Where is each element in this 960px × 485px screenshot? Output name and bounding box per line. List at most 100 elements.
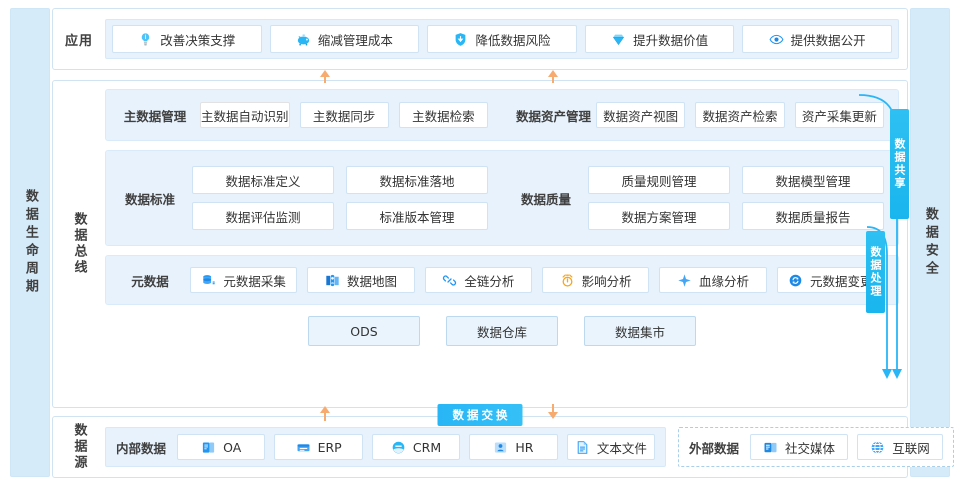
- btn-metadata-collection[interactable]: 元数据采集: [190, 267, 298, 293]
- map-icon: [325, 273, 340, 288]
- group-title: 数据资产管理: [516, 108, 592, 124]
- node-icon: [677, 273, 692, 288]
- storage-data-mart[interactable]: 数据集市: [584, 316, 696, 346]
- btn-quality-report[interactable]: 数据质量报告: [742, 202, 884, 230]
- social-icon: [763, 440, 778, 455]
- btn-label: 影响分析: [581, 273, 632, 289]
- btn-full-chain-analysis[interactable]: 全链分析: [424, 267, 532, 293]
- app-chip-increase-value[interactable]: 提升数据价值: [584, 25, 735, 53]
- src-btn-hr[interactable]: HR: [469, 434, 558, 460]
- application-label: 应用: [64, 33, 93, 49]
- row-master-and-assets: 主数据管理 主数据自动识别 主数据同步 主数据检索 数据资产管理 数据资产视图 …: [105, 89, 899, 141]
- tab-data-sharing[interactable]: 数据共享: [890, 109, 909, 219]
- btn-label: 元数据采集: [223, 273, 286, 289]
- group-data-assets: 数据资产管理 数据资产视图 数据资产检索 资产采集更新: [502, 102, 898, 128]
- data-bus-label: 数据总线: [71, 212, 87, 276]
- arrow-up-right: [548, 70, 558, 83]
- btn-label: 数据地图: [346, 273, 397, 289]
- btn-label: OA: [223, 439, 242, 455]
- btn-asset-view[interactable]: 数据资产视图: [596, 102, 686, 128]
- btn-label: 元数据变更: [810, 273, 873, 289]
- btn-standard-version[interactable]: 标准版本管理: [346, 202, 488, 230]
- shield-icon: [453, 32, 468, 47]
- src-btn-social-media[interactable]: 社交媒体: [750, 434, 849, 460]
- row-storage-tier: ODS 数据仓库 数据集市: [105, 316, 899, 346]
- btn-master-auto-recognition[interactable]: 主数据自动识别: [200, 102, 290, 128]
- btn-data-plan[interactable]: 数据方案管理: [588, 202, 730, 230]
- data-source-label: 数据源: [71, 423, 87, 471]
- btn-data-model[interactable]: 数据模型管理: [742, 166, 884, 194]
- btn-standard-assessment[interactable]: 数据评估监测: [192, 202, 334, 230]
- group-master-data: 主数据管理 主数据自动识别 主数据同步 主数据检索: [106, 102, 502, 128]
- src-btn-crm[interactable]: CRM: [371, 434, 461, 460]
- database-icon: [201, 273, 216, 288]
- btn-label: CRM: [412, 439, 442, 455]
- src-btn-text-file[interactable]: 文本文件: [566, 434, 656, 460]
- btn-asset-collection-update[interactable]: 资产采集更新: [794, 102, 884, 128]
- btn-quality-rules[interactable]: 质量规则管理: [588, 166, 730, 194]
- btn-asset-search[interactable]: 数据资产检索: [695, 102, 785, 128]
- tab-data-processing[interactable]: 数据处理: [866, 231, 885, 313]
- group-title: 数据质量: [520, 191, 571, 207]
- app-chip-label: 提供数据公开: [790, 32, 866, 48]
- row-metadata: 元数据 元数据采集 数据地图 全链分析: [105, 255, 899, 305]
- btn-lineage-analysis[interactable]: 血缘分析: [659, 267, 767, 293]
- hr-icon: [493, 440, 508, 455]
- src-btn-oa[interactable]: OA: [177, 434, 266, 460]
- arrow-up-left: [320, 70, 330, 83]
- app-chip-label: 提升数据价值: [633, 32, 709, 48]
- group-external-data: 外部数据 社交媒体 互联网: [678, 427, 955, 467]
- btn-data-map[interactable]: 数据地图: [307, 267, 415, 293]
- piggybank-icon: [296, 32, 311, 47]
- refresh-icon: [788, 273, 803, 288]
- btn-label: HR: [515, 439, 534, 455]
- data-source-inner: 内部数据 OA ERP CRM HR: [105, 427, 955, 467]
- data-bus-body: 主数据管理 主数据自动识别 主数据同步 主数据检索 数据资产管理 数据资产视图 …: [105, 81, 909, 407]
- group-title: 数据标准: [124, 191, 175, 207]
- btn-label: 血缘分析: [698, 273, 749, 289]
- app-chip-data-disclosure[interactable]: 提供数据公开: [742, 25, 892, 53]
- btn-standard-implementation[interactable]: 数据标准落地: [346, 166, 488, 194]
- data-bus-band: 数据总线 主数据管理 主数据自动识别 主数据同步 主数据检索 数据资产管理 数据…: [52, 80, 909, 408]
- group-data-quality: 数据质量 质量规则管理 数据模型管理 数据方案管理 数据质量报告: [502, 166, 898, 230]
- crm-icon: [391, 440, 406, 455]
- main-content: 应用 改善决策支撑 缩减管理成本 降低数据风险 提升数据价值: [52, 8, 955, 478]
- btn-label: 互联网: [892, 440, 930, 456]
- alarm-icon: [560, 273, 575, 288]
- app-chip-reduce-cost[interactable]: 缩减管理成本: [269, 25, 420, 53]
- sidebar-data-security: 数据安全: [910, 8, 950, 477]
- link-icon: [442, 273, 457, 288]
- erp-icon: [296, 440, 311, 455]
- src-btn-internet[interactable]: 互联网: [857, 434, 944, 460]
- btn-master-search[interactable]: 主数据检索: [398, 102, 489, 128]
- btn-master-sync[interactable]: 主数据同步: [299, 102, 389, 128]
- group-internal-data: 内部数据 OA ERP CRM HR: [105, 427, 667, 467]
- src-btn-erp[interactable]: ERP: [274, 434, 363, 460]
- group-data-standard: 数据标准 数据标准定义 数据标准落地 数据评估监测 标准版本管理: [106, 166, 502, 230]
- sidebar-right-label: 数据安全: [922, 206, 938, 279]
- btn-label: 文本文件: [596, 440, 647, 456]
- data-source-band: 数据源 内部数据 OA ERP CRM: [52, 416, 955, 478]
- btn-label: 社交媒体: [785, 440, 836, 456]
- btn-label: ERP: [317, 439, 342, 455]
- btn-standard-definition[interactable]: 数据标准定义: [192, 166, 334, 194]
- app-chip-label: 缩减管理成本: [317, 32, 393, 48]
- file-icon: [575, 440, 590, 455]
- application-band: 应用 改善决策支撑 缩减管理成本 降低数据风险 提升数据价值: [52, 8, 908, 70]
- btn-impact-analysis[interactable]: 影响分析: [541, 267, 650, 293]
- eye-icon: [769, 32, 784, 47]
- btn-label: 全链分析: [464, 273, 515, 289]
- storage-ods[interactable]: ODS: [308, 316, 420, 346]
- app-chip-label: 改善决策支撑: [160, 32, 236, 48]
- app-chip-reduce-risk[interactable]: 降低数据风险: [427, 25, 577, 53]
- app-chip-decision-support[interactable]: 改善决策支撑: [112, 25, 262, 53]
- arrow-up-source: [320, 406, 330, 421]
- group-title: 内部数据: [116, 440, 167, 456]
- group-title: 元数据: [131, 273, 169, 289]
- arrow-down-source: [548, 404, 558, 419]
- diamond-icon: [611, 32, 626, 47]
- globe-icon: [870, 440, 885, 455]
- storage-data-warehouse[interactable]: 数据仓库: [446, 316, 558, 346]
- oa-icon: [201, 440, 216, 455]
